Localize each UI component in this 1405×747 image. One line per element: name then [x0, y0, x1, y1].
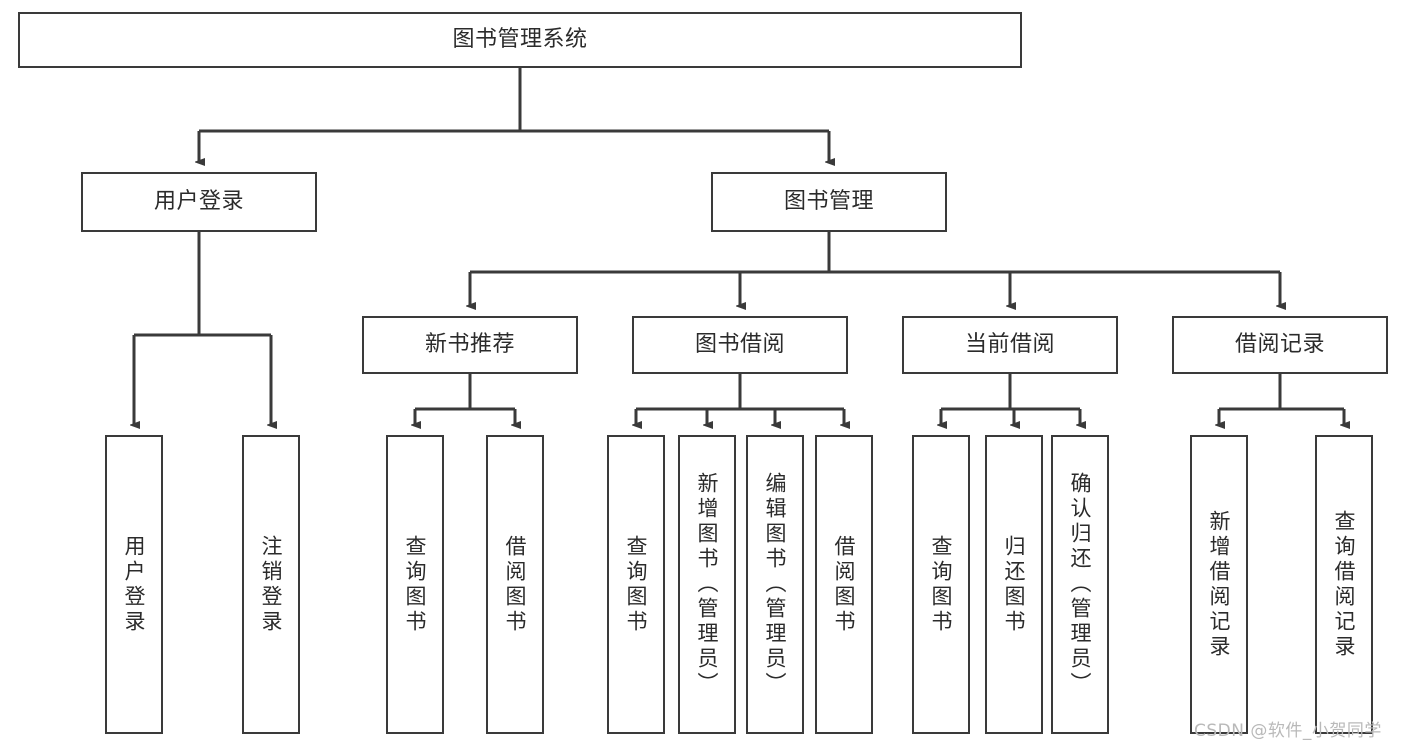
- node-leaf-add-book[interactable]: 新增图书（管理员）: [678, 435, 736, 734]
- node-leaf-query-book-3-label: 查询图书: [929, 534, 954, 635]
- node-book-manage[interactable]: 图书管理: [711, 172, 947, 232]
- node-borrow-record-label: 借阅记录: [1234, 331, 1325, 357]
- node-leaf-return-book-label: 归还图书: [1002, 534, 1027, 635]
- node-leaf-query-book-2[interactable]: 查询图书: [607, 435, 665, 734]
- node-borrow-record[interactable]: 借阅记录: [1172, 316, 1388, 374]
- node-leaf-add-record-label: 新增借阅记录: [1207, 509, 1232, 660]
- node-new-book-recommend-label: 新书推荐: [424, 331, 515, 357]
- node-leaf-user-login-label: 用户登录: [122, 534, 147, 635]
- node-leaf-query-book-1-label: 查询图书: [403, 534, 428, 635]
- node-user-login[interactable]: 用户登录: [81, 172, 317, 232]
- node-leaf-add-record[interactable]: 新增借阅记录: [1190, 435, 1248, 734]
- node-book-borrow-label: 图书借阅: [694, 331, 785, 357]
- node-leaf-user-logout[interactable]: 注销登录: [242, 435, 300, 734]
- node-root[interactable]: 图书管理系统: [18, 12, 1022, 68]
- node-leaf-query-record-label: 查询借阅记录: [1332, 509, 1357, 660]
- node-new-book-recommend[interactable]: 新书推荐: [362, 316, 578, 374]
- node-book-manage-label: 图书管理: [783, 188, 874, 214]
- node-leaf-confirm-return[interactable]: 确认归还（管理员）: [1051, 435, 1109, 734]
- node-leaf-borrow-book-1[interactable]: 借阅图书: [486, 435, 544, 734]
- node-leaf-query-record[interactable]: 查询借阅记录: [1315, 435, 1373, 734]
- node-current-borrow-label: 当前借阅: [964, 331, 1055, 357]
- node-root-label: 图书管理系统: [452, 26, 588, 52]
- node-leaf-borrow-book-1-label: 借阅图书: [503, 534, 528, 635]
- node-leaf-borrow-book-2[interactable]: 借阅图书: [815, 435, 873, 734]
- node-leaf-user-logout-label: 注销登录: [259, 534, 284, 635]
- node-user-login-label: 用户登录: [153, 188, 244, 214]
- node-book-borrow[interactable]: 图书借阅: [632, 316, 848, 374]
- node-leaf-borrow-book-2-label: 借阅图书: [832, 534, 857, 635]
- node-leaf-query-book-1[interactable]: 查询图书: [386, 435, 444, 734]
- node-leaf-edit-book[interactable]: 编辑图书（管理员）: [746, 435, 804, 734]
- node-leaf-user-login[interactable]: 用户登录: [105, 435, 163, 734]
- node-leaf-return-book[interactable]: 归还图书: [985, 435, 1043, 734]
- node-current-borrow[interactable]: 当前借阅: [902, 316, 1118, 374]
- node-leaf-query-book-2-label: 查询图书: [624, 534, 649, 635]
- node-leaf-edit-book-label: 编辑图书（管理员）: [763, 472, 788, 697]
- node-leaf-add-book-label: 新增图书（管理员）: [695, 472, 720, 697]
- node-leaf-query-book-3[interactable]: 查询图书: [912, 435, 970, 734]
- node-leaf-confirm-return-label: 确认归还（管理员）: [1068, 472, 1093, 697]
